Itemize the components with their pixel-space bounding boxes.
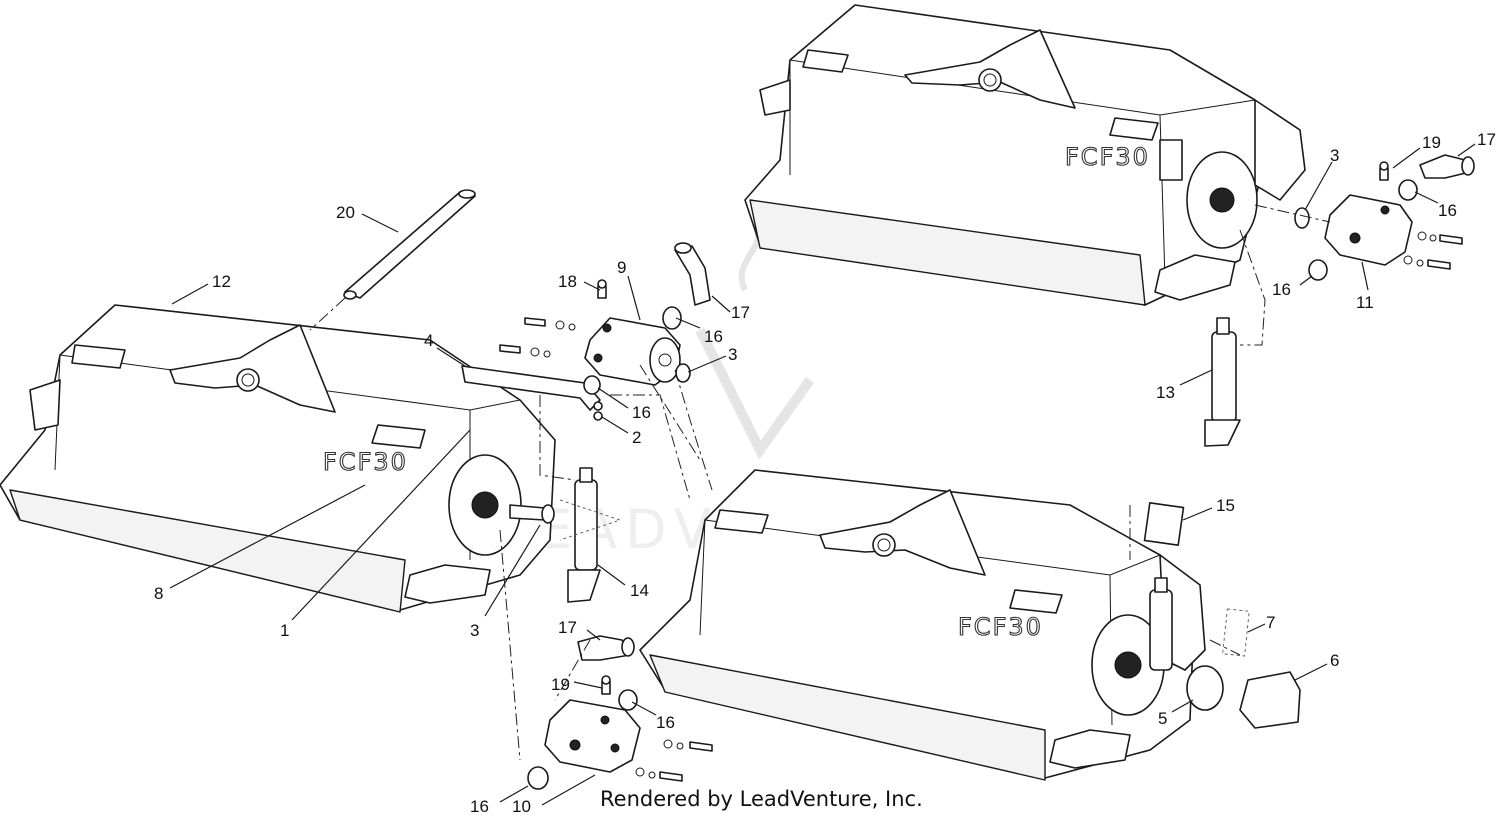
part-oring-5 [1186, 665, 1224, 711]
part-bolts-pump-11 [1403, 231, 1463, 270]
callout-labels: 20 12 18 9 17 16 4 3 16 2 8 1 3 14 17 19… [154, 130, 1496, 816]
part-fitting-18 [597, 279, 607, 299]
callout-18: 18 [558, 272, 577, 291]
footer-credit: Rendered by LeadVenture, Inc. [600, 787, 923, 811]
callout-16-e: 16 [1438, 201, 1457, 220]
part-fitting-19-a [601, 675, 611, 695]
assembly-lines [309, 204, 1331, 761]
mower-deck-left: FCF30 [0, 304, 556, 613]
part-bolts-pump-9 [499, 317, 576, 358]
part-fitting-19-b [1379, 161, 1389, 181]
callout-13: 13 [1156, 383, 1175, 402]
callout-20: 20 [336, 203, 355, 222]
callout-16-c: 16 [656, 713, 675, 732]
part-fitting-16-b [583, 375, 601, 395]
part-fitting-16-e [1398, 179, 1418, 201]
part-fitting-16-d [527, 766, 549, 790]
callout-17-c: 17 [1477, 130, 1496, 149]
callout-14: 14 [630, 581, 649, 600]
callout-2: 2 [632, 428, 641, 447]
mower-deck-top-right: FCF30 [744, 4, 1306, 306]
callout-16-d: 16 [470, 797, 489, 816]
callout-4: 4 [424, 331, 433, 350]
part-fitting-16-a [662, 306, 682, 330]
callout-5: 5 [1158, 709, 1167, 728]
callout-17-b: 17 [558, 618, 577, 637]
callout-16-f: 16 [1272, 280, 1291, 299]
callout-1: 1 [280, 621, 289, 640]
part-pump-9 [584, 317, 681, 386]
part-elbow-17-b [577, 635, 635, 661]
callout-3-c: 3 [1330, 146, 1339, 165]
part-pump-11 [1324, 194, 1413, 266]
callout-15: 15 [1216, 496, 1235, 515]
part-cap-6 [1239, 671, 1301, 729]
callout-16-b: 16 [632, 403, 651, 422]
part-decal-7 [1222, 608, 1250, 657]
part-fitting-16-f [1308, 259, 1328, 281]
callout-19-b: 19 [1422, 133, 1441, 152]
callout-6: 6 [1330, 651, 1339, 670]
brand-mark-b: FCF30 [323, 448, 408, 476]
part-bolts-pump-10 [635, 739, 713, 782]
callout-8: 8 [154, 584, 163, 603]
callout-3-b: 3 [470, 621, 479, 640]
part-screws-2 [593, 401, 603, 421]
part-oring-3-b [1294, 207, 1310, 229]
part-elbow-17-a [674, 242, 711, 306]
part-cylinder-13 [1204, 317, 1241, 447]
callout-10: 10 [512, 797, 531, 816]
callout-17-a: 17 [731, 303, 750, 322]
part-fitting-16-c [618, 689, 638, 711]
part-elbow-17-c [1419, 154, 1475, 179]
callout-16-a: 16 [704, 327, 723, 346]
callout-3-a: 3 [728, 345, 737, 364]
callout-9: 9 [617, 258, 626, 277]
callout-7: 7 [1266, 613, 1275, 632]
leader-lines [169, 143, 1476, 806]
brand-mark-c: FCF30 [958, 613, 1043, 641]
part-cylinder-14 [567, 467, 601, 603]
callout-12: 12 [212, 272, 231, 291]
callout-11: 11 [1356, 293, 1374, 312]
brand-mark-a: FCF30 [1065, 143, 1150, 171]
callout-19-a: 19 [551, 675, 570, 694]
part-label-15 [1143, 502, 1185, 546]
part-pump-10 [544, 699, 641, 773]
mower-deck-bottom: FCF30 [639, 469, 1206, 781]
part-shaft-20 [343, 189, 476, 300]
